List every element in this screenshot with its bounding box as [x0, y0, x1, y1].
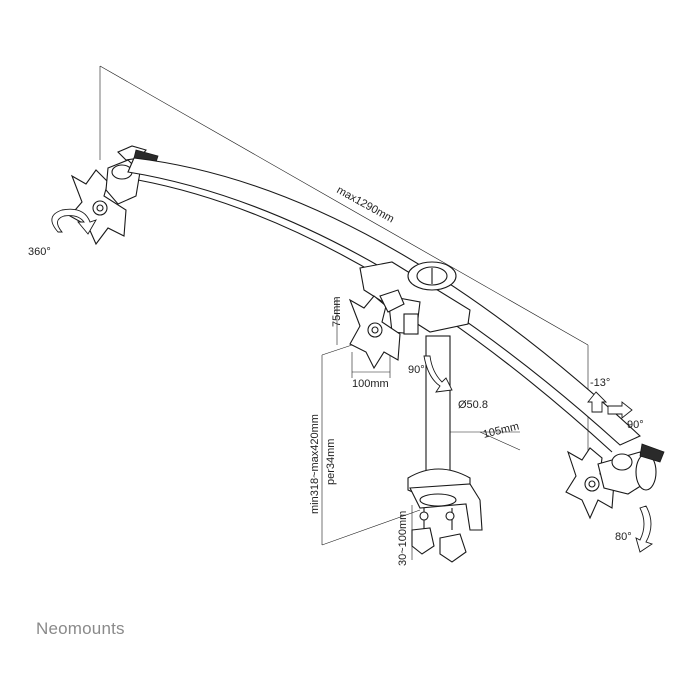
center-vesa-plate	[348, 289, 405, 370]
dimension-lines	[99, 65, 589, 560]
span-label: max1290mm	[335, 184, 396, 225]
height-step-label: per34mm	[325, 439, 337, 485]
tilt-down-angle-label: 90°	[627, 419, 644, 431]
arm-swivel-angle-label: 90°	[408, 364, 425, 376]
vesa-width-label: 100mm	[352, 378, 389, 390]
clamp-range-label: 30~100mm	[397, 511, 409, 566]
height-range-label: min318~max420mm	[309, 414, 321, 514]
brand-logo: Neomounts	[36, 619, 125, 638]
pan-angle-label: 80°	[615, 531, 632, 543]
rotation-angle-label: 360°	[28, 246, 51, 258]
tilt-up-angle-label: -13°	[590, 377, 610, 389]
center-hub	[359, 261, 471, 335]
left-vesa-plate	[69, 145, 159, 246]
pole-diameter-label: Ø50.8	[458, 399, 488, 411]
clamp-depth-label: 105mm	[482, 420, 521, 441]
vesa-height-label: 75mm	[331, 296, 343, 327]
desk-clamp	[409, 483, 483, 563]
pole	[407, 335, 471, 498]
right-vesa-plate	[565, 443, 665, 520]
rotation-arrows	[51, 208, 654, 553]
